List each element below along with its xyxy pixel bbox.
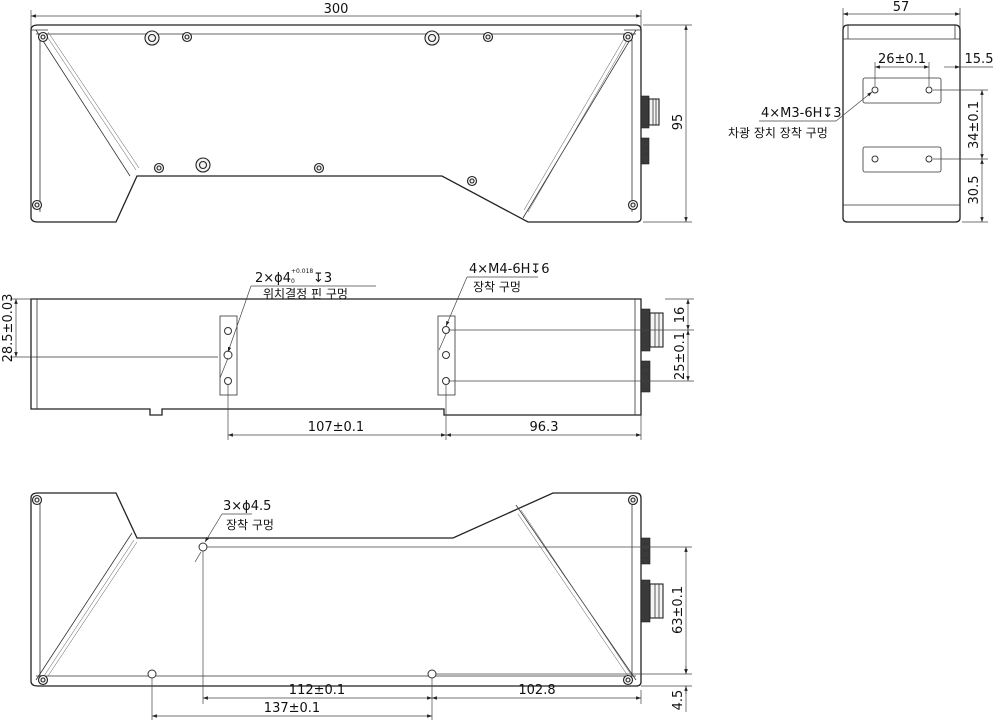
front-view: 28.5±0.03 107±0.1 96.3 16 25±0.1 2×ϕ4 +0… [1, 262, 694, 440]
svg-text:↧3: ↧3 [313, 271, 332, 286]
pin-note: 위치결정 핀 구멍 [263, 287, 348, 301]
side-bottom-offset-label: 30.5 [967, 176, 982, 205]
side-width-label: 57 [893, 0, 910, 15]
pin-dia: 4 [283, 271, 291, 286]
bottom-edge-label: 4.5 [671, 690, 686, 711]
svg-text:4×M4-6H↧6: 4×M4-6H↧6 [469, 262, 550, 277]
side-edge-offset-label: 15.5 [965, 52, 993, 67]
side-vertical-spacing-label: 34±0.1 [967, 101, 982, 149]
depth-symbol: ↧ [822, 106, 833, 121]
side-hole-spacing-label: 26±0.1 [878, 52, 926, 67]
hole-dia: 4.5 [251, 499, 272, 514]
front-height-label: 28.5±0.03 [1, 294, 16, 363]
bottom-vertical-label: 63±0.1 [671, 586, 686, 634]
hole-qty: 3× [223, 499, 242, 514]
top-height-label: 95 [671, 114, 686, 131]
front-connector-offset-label: 16 [673, 307, 688, 324]
top-width-label: 300 [324, 2, 349, 17]
bottom-offset-label: 102.8 [518, 683, 555, 698]
top-view: 300 95 [30, 2, 692, 223]
svg-text:2×ϕ4: 2×ϕ4 [255, 271, 291, 286]
pin-tol-upper: +0.018 [291, 268, 313, 275]
bottom-spacing-label: 112±0.1 [289, 683, 345, 698]
depth-symbol: ↧ [313, 271, 324, 286]
diameter-symbol: ϕ [274, 271, 283, 286]
front-thread-callout: 4×M4-6H [469, 262, 530, 277]
front-thread-note: 장착 구멍 [473, 280, 521, 294]
front-connector-spacing-label: 25±0.1 [673, 332, 688, 380]
svg-text:3×ϕ4.5: 3×ϕ4.5 [223, 499, 271, 514]
side-view: 57 26±0.1 15.5 34±0.1 30.5 4 [728, 0, 993, 223]
pin-depth: 3 [324, 271, 332, 286]
front-spacing-label: 107±0.1 [308, 420, 364, 435]
front-thread-depth: 6 [541, 262, 549, 277]
pin-qty: 2× [255, 271, 274, 286]
side-thread-note: 차광 장치 장착 구멍 [728, 126, 828, 140]
side-thread-callout: 4×M3-6H [761, 106, 822, 121]
side-thread-depth: 3 [833, 106, 841, 121]
bottom-long-spacing-label: 137±0.1 [264, 701, 320, 716]
front-offset-label: 96.3 [530, 420, 559, 435]
hole-note: 장착 구멍 [226, 518, 274, 532]
depth-symbol: ↧ [530, 262, 541, 277]
svg-text:4×M3-6H↧3: 4×M3-6H↧3 [761, 106, 842, 121]
diameter-symbol: ϕ [242, 499, 251, 514]
bottom-view: 3×ϕ4.5 장착 구멍 63±0.1 4.5 112±0.1 102.8 13… [30, 492, 692, 720]
pin-tol-lower: 0 [291, 278, 295, 285]
